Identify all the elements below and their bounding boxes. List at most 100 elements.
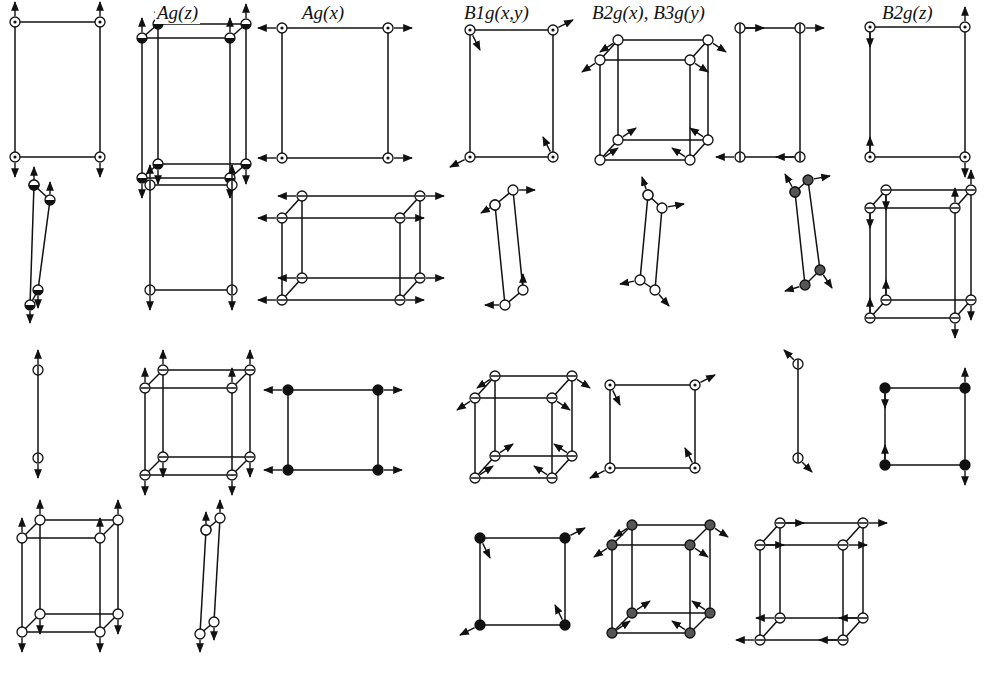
displacement-arrow	[144, 481, 145, 495]
bond-line	[760, 639, 843, 641]
atom	[140, 470, 150, 480]
atom	[547, 473, 557, 483]
atom	[685, 540, 695, 550]
atom	[950, 313, 960, 323]
atom-mark	[159, 456, 167, 458]
bond-line	[117, 520, 119, 614]
bond-line	[964, 27, 966, 157]
bond-line	[475, 397, 552, 399]
displacement-arrow	[99, 518, 100, 532]
atom-mark	[33, 290, 43, 295]
bond-line	[780, 522, 863, 524]
atom	[475, 620, 485, 630]
bond-line	[632, 612, 710, 614]
bond-line	[495, 205, 505, 305]
atom-mark	[963, 155, 966, 158]
atom-mark	[866, 207, 874, 209]
displacement-arrow	[522, 274, 523, 284]
atom	[201, 525, 211, 535]
atom-mark	[868, 25, 871, 28]
bond-line	[38, 200, 50, 290]
displacement-arrow	[21, 638, 22, 652]
atom	[490, 371, 500, 381]
atom-mark	[396, 299, 404, 301]
atom-mark	[693, 383, 696, 386]
displacement-arrow	[716, 156, 734, 157]
atom-mark	[468, 28, 471, 31]
displacement-arrow	[426, 277, 444, 278]
bond-line	[37, 370, 39, 458]
atom	[241, 159, 251, 169]
bond-line	[14, 22, 16, 157]
atom-mark	[551, 28, 554, 31]
bond-line	[600, 59, 690, 61]
atom	[838, 540, 848, 550]
atom	[10, 17, 20, 27]
displacement-arrow	[786, 522, 804, 523]
displacement-arrow	[613, 390, 620, 405]
bond-line	[552, 30, 554, 157]
atom-mark	[241, 24, 251, 29]
atom	[113, 515, 123, 525]
atom-mark	[868, 155, 871, 158]
displacement-arrow	[713, 43, 726, 52]
displacement-arrow	[570, 528, 585, 535]
atom-mark	[951, 317, 959, 319]
bond-line	[797, 364, 799, 458]
displacement-arrow	[534, 466, 547, 475]
displacement-arrow	[264, 389, 282, 390]
atom	[45, 195, 55, 205]
atom	[153, 159, 163, 169]
atom	[373, 465, 383, 475]
atom	[613, 135, 623, 145]
bond-line	[480, 624, 565, 626]
displacement-arrow	[477, 379, 490, 388]
displacement-arrow	[258, 27, 276, 28]
atom	[137, 173, 147, 183]
mode-label: Ag(z)	[155, 2, 200, 24]
bond-line	[842, 545, 844, 640]
displacement-arrow	[839, 617, 857, 618]
atom	[215, 513, 225, 523]
atom	[690, 380, 700, 390]
atom	[201, 525, 211, 535]
atom	[395, 213, 405, 223]
atom	[10, 152, 20, 162]
displacement-arrow	[884, 445, 885, 459]
displacement-arrow	[554, 444, 567, 453]
displacement-arrow	[229, 18, 230, 32]
displacement-arrow	[450, 160, 465, 167]
displacement-arrow	[117, 620, 118, 634]
bond-line	[869, 27, 871, 157]
atom-mark	[13, 155, 16, 158]
atom	[113, 609, 123, 619]
atom-mark	[967, 189, 975, 191]
displacement-arrow	[199, 640, 200, 652]
atom-mark	[548, 397, 556, 399]
displacement-arrow	[668, 204, 684, 207]
bond-line	[618, 39, 708, 41]
atom	[650, 285, 660, 295]
bond-line	[513, 190, 523, 290]
atom	[518, 285, 528, 295]
displacement-arrow	[426, 195, 444, 196]
atom-mark	[159, 369, 167, 371]
atom-mark	[568, 375, 576, 377]
displacement-arrow	[784, 350, 794, 360]
displacement-arrow	[577, 379, 590, 388]
bond-line	[611, 545, 613, 633]
atom	[95, 627, 105, 637]
bond-line	[479, 538, 481, 625]
atom	[145, 180, 155, 190]
displacement-arrow	[756, 617, 774, 618]
atom	[705, 608, 715, 618]
atom	[775, 518, 785, 528]
atom	[415, 191, 425, 201]
atom-mark	[491, 375, 499, 377]
atom	[470, 473, 480, 483]
displacement-arrow	[746, 27, 764, 28]
bond-line	[760, 544, 843, 546]
atom-mark	[231, 286, 233, 294]
